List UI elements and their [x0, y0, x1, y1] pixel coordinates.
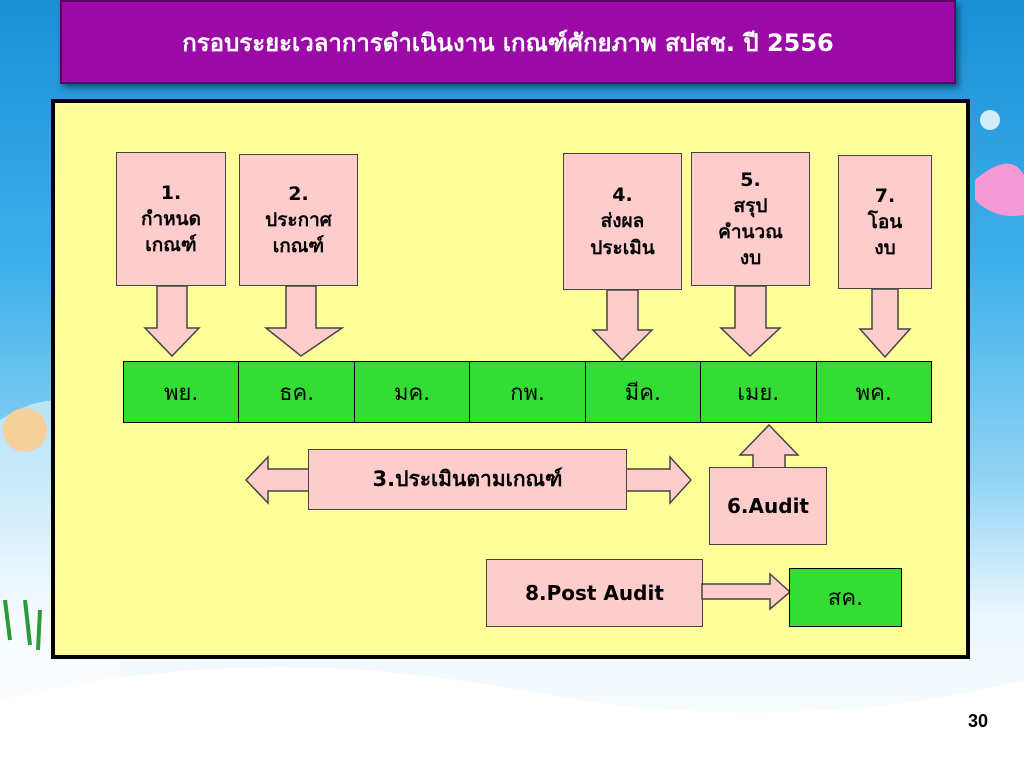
step-8-post-audit-box: 8.Post Audit [486, 559, 703, 627]
step-7-down-arrow [858, 288, 912, 359]
step-6-text: 6.Audit [727, 494, 809, 518]
step-5-down-arrow [719, 285, 782, 358]
post-audit-month-text: สค. [827, 586, 864, 611]
month-cell: เมย. [701, 362, 817, 422]
title-bar: กรอบระยะเวลาการดำเนินงาน เกณฑ์ศักยภาพ สป… [60, 0, 956, 84]
step-7-callout: 7. โอน งบ [838, 155, 932, 289]
step-1-down-arrow [143, 285, 201, 358]
step-5-callout: 5. สรุป คำนวณ งบ [691, 152, 810, 286]
cloud-shape [975, 163, 1024, 216]
month-cell: พย. [124, 362, 240, 422]
month-cell: มค. [354, 362, 471, 422]
step-8-text: 8.Post Audit [525, 581, 664, 605]
step-6-up-arrow [738, 423, 800, 471]
step-4-line: ประเมิน [590, 236, 655, 259]
step-1-line: เกณฑ์ [145, 234, 197, 257]
step-3-label: 3.ประเมินตามเกณฑ์ [308, 449, 627, 510]
step-6-audit-box: 6.Audit [709, 467, 827, 545]
step-1-callout: 1. กำหนด เกณฑ์ [116, 152, 226, 286]
step-5-line: สรุป [733, 194, 768, 217]
step-7-line: โอน [867, 210, 903, 233]
month-timeline: พย. ธค. มค. กพ. มีค. เมย. พค. [123, 361, 932, 423]
step-4-down-arrow [591, 289, 654, 362]
step-2-line: เกณฑ์ [272, 235, 325, 258]
post-audit-month-box: สค. [789, 568, 902, 627]
step-5-line: งบ [739, 247, 762, 270]
step-1-line: กำหนด [140, 207, 202, 230]
step-4-line: ส่งผล [600, 210, 645, 233]
step-1-line: 1. [160, 181, 182, 204]
step-5-line: 5. [740, 168, 761, 191]
step-4-callout: 4. ส่งผล ประเมิน [563, 153, 682, 290]
step-4-line: 4. [612, 184, 633, 207]
step-2-callout: 2. ประกาศ เกณฑ์ [239, 154, 358, 286]
character-icon [3, 408, 47, 452]
month-cell: มีค. [585, 362, 702, 422]
step-8-right-arrow [701, 572, 792, 611]
step-3-text: 3.ประเมินตามเกณฑ์ [372, 467, 563, 491]
step-7-line: งบ [874, 237, 896, 260]
month-cell: พค. [816, 362, 931, 422]
star-icon [980, 110, 1000, 130]
month-cell: กพ. [470, 362, 586, 422]
step-5-line: คำนวณ [718, 221, 783, 243]
page-number: 30 [967, 711, 988, 731]
month-cell: ธค. [239, 362, 355, 422]
step-2-line: 2. [288, 182, 309, 205]
step-2-line: ประกาศ [265, 208, 332, 231]
step-2-down-arrow [263, 285, 345, 357]
page-title: กรอบระยะเวลาการดำเนินงาน เกณฑ์ศักยภาพ สป… [182, 28, 834, 57]
step-7-line: 7. [874, 184, 896, 207]
